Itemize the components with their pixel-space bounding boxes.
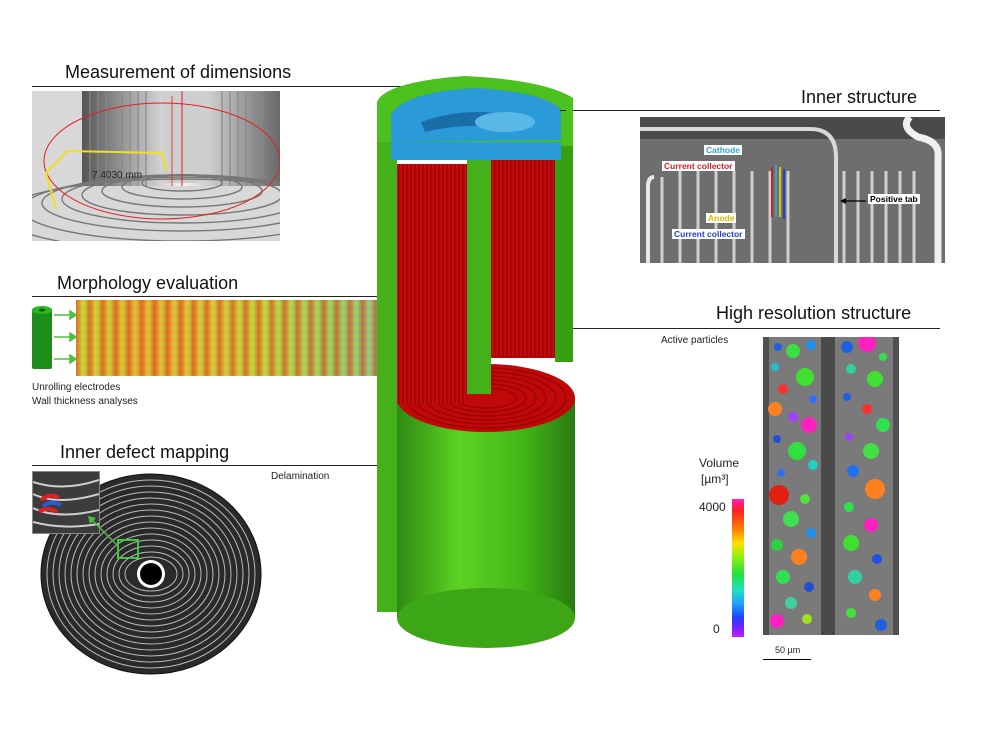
battery-3d-model [365,62,590,682]
colorbar-max: 4000 [699,500,726,514]
morphology-title: Morphology evaluation [57,273,239,293]
current-collector-bottom-label: Current collector [672,229,745,239]
defect-rule [32,465,392,466]
particle-map [763,337,899,635]
active-particles-caption: Active particles [661,335,729,346]
current-collector-top-label: Current collector [662,161,735,171]
inset-pointer-arrow [84,512,120,548]
scale-bar [763,659,811,660]
inner-structure-connector [560,110,566,111]
morphology-rule [32,296,392,297]
dimension-value: 7.4030 mm [92,170,142,181]
morphology-cylinder [32,305,52,373]
measurement-rule [32,86,402,87]
measurement-image: 7.4030 mm [32,91,280,241]
unrolling-caption: Unrolling electrodes [32,382,121,393]
wall-thickness-caption: Wall thickness analyses [32,396,138,407]
volume-colorbar [732,499,744,637]
delamination-inset [32,471,100,534]
scale-bar-label: 50 µm [775,645,801,655]
colorbar-min: 0 [713,622,720,636]
highres-rule [552,328,940,329]
defect-title: Inner defect mapping [60,442,230,462]
cathode-label: Cathode [704,145,742,155]
wall-thickness-map [76,300,386,376]
colorbar-title: Volume [699,456,740,470]
delamination-caption: Delamination [271,471,330,482]
inner-structure-title: Inner structure [801,87,918,107]
highres-title: High resolution structure [716,303,912,323]
colorbar-unit: [µm³] [701,472,729,486]
inner-structure-rule [565,110,940,111]
unrolling-arrows [52,305,78,373]
positive-tab-label: Positive tab [868,194,920,204]
anode-label: Anode [706,213,737,223]
inner-structure-image: Cathode Current collector Anode Current … [640,117,945,263]
measurement-title: Measurement of dimensions [65,62,292,82]
